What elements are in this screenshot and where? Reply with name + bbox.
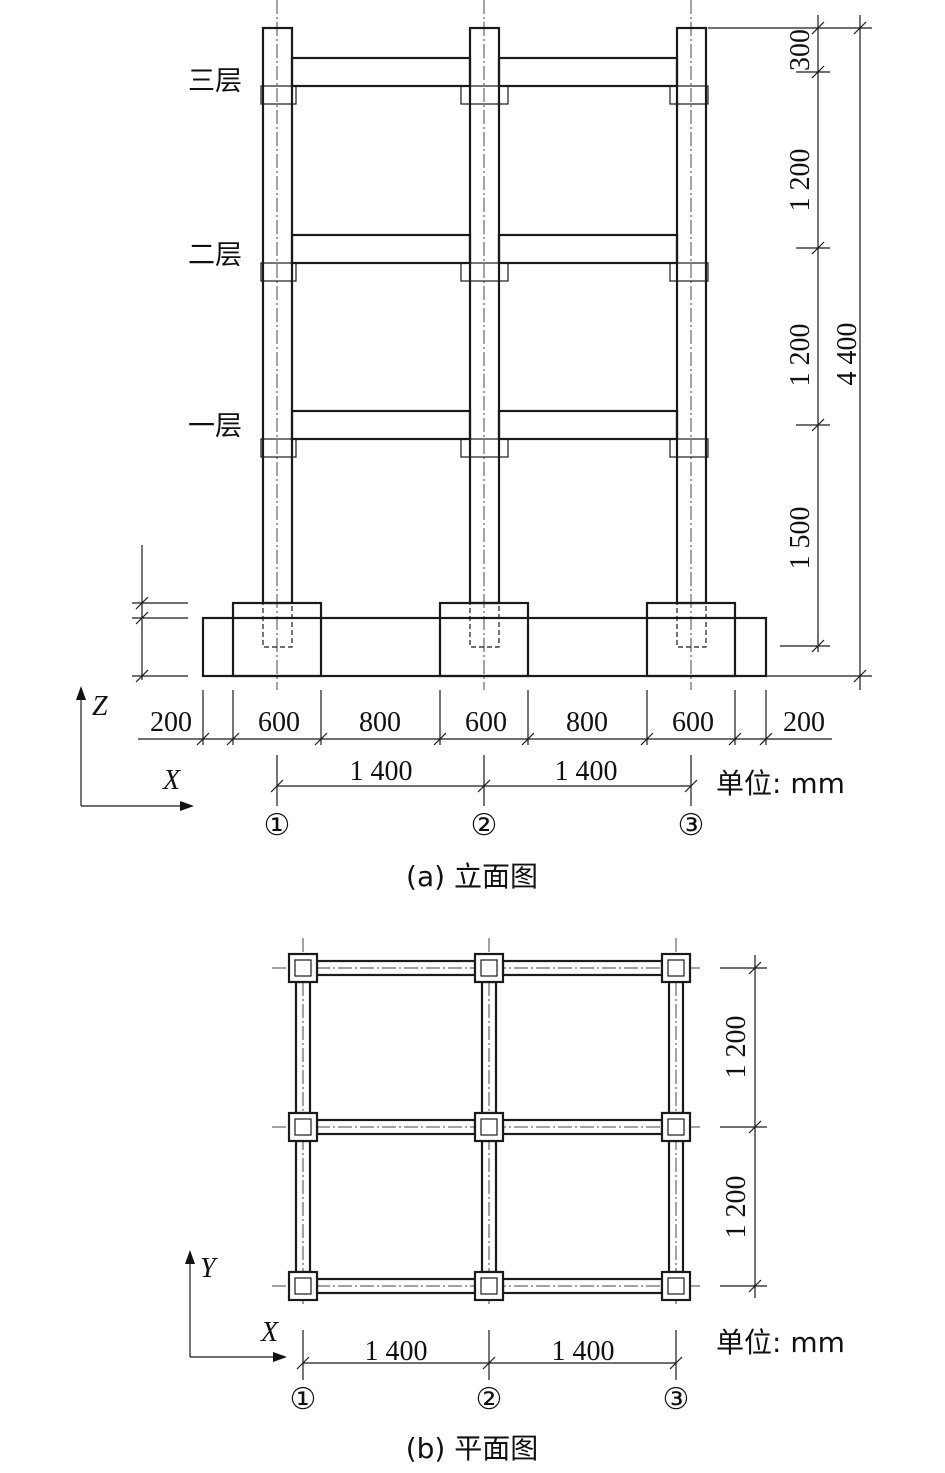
beam-floor3-right <box>497 56 679 88</box>
unit-label-plan: 单位: mm <box>716 1326 845 1359</box>
floor-label-1: 一层 <box>188 411 242 442</box>
x-axis-arrow <box>180 801 194 811</box>
footing-2 <box>438 601 530 678</box>
plan-span-dim-2: 1 400 <box>552 1336 615 1367</box>
dim-600-1: 600 <box>258 707 300 738</box>
dim-800-1: 800 <box>359 707 401 738</box>
dim-1200-mid: 1 200 <box>785 324 816 387</box>
column-embed-2 <box>469 602 500 648</box>
column-embed-1 <box>262 602 293 648</box>
plan-columns <box>287 952 692 1302</box>
y-axis-arrow <box>185 1250 195 1264</box>
unit-label-elevation: 单位: mm <box>716 767 845 800</box>
axis-z-label: Z <box>92 691 108 722</box>
plan-right-dims <box>720 955 767 1298</box>
dim-600-3: 600 <box>672 707 714 738</box>
plan-x-axis-arrow <box>273 1352 287 1362</box>
plan-span-dims <box>296 1330 683 1380</box>
floor-label-3: 三层 <box>188 66 242 97</box>
beam-floor1-left <box>290 409 472 441</box>
dim-200-left: 200 <box>150 707 192 738</box>
floor-label-2: 二层 <box>188 240 242 271</box>
plan-view: 1 200 1 200 1 400 1 400 ① ② ③ Y X 单位: mm… <box>185 938 845 1465</box>
zx-axes <box>80 692 188 807</box>
z-axis-arrow <box>76 686 86 700</box>
dim-300: 300 <box>785 29 816 71</box>
bottom-dim-line <box>138 690 832 746</box>
span-dim-1: 1 400 <box>350 756 413 787</box>
span-dim-line <box>270 755 698 806</box>
dim-200-right: 200 <box>783 707 825 738</box>
span-dim-2: 1 400 <box>555 756 618 787</box>
beam-floor1-right <box>497 409 679 441</box>
beam-floor2-left <box>290 233 472 265</box>
caption-plan: (b) 平面图 <box>406 1432 539 1465</box>
axis-label-3: ③ <box>678 808 705 843</box>
axis-x-label: X <box>162 765 181 796</box>
plan-span-dim-1: 1 400 <box>365 1336 428 1367</box>
right-dim-lines <box>708 15 872 690</box>
dim-800-2: 800 <box>566 707 608 738</box>
beam-floor3-left <box>290 56 472 88</box>
plan-axis-x-label: X <box>260 1317 279 1348</box>
joint-bands <box>260 85 709 458</box>
elevation-view: 三层 二层 一层 <box>76 0 872 893</box>
plan-axis-label-3: ③ <box>663 1382 690 1417</box>
plan-column-inner <box>294 959 685 1295</box>
yx-axes <box>189 1256 281 1358</box>
column-embed-3 <box>676 602 707 648</box>
dim-1200-top: 1 200 <box>785 149 816 212</box>
axis-label-2: ② <box>471 808 498 843</box>
beam-floor2-right <box>497 233 679 265</box>
plan-axis-label-2: ② <box>476 1382 503 1417</box>
plan-dim-1200-bottom: 1 200 <box>721 1176 752 1239</box>
caption-elevation: (a) 立面图 <box>406 860 538 893</box>
dim-600-2: 600 <box>465 707 507 738</box>
axis-label-1: ① <box>264 808 291 843</box>
plan-dim-1200-top: 1 200 <box>721 1016 752 1079</box>
foundation-height-dims <box>132 545 188 683</box>
dim-total-height: 4 400 <box>832 323 863 386</box>
footing-1 <box>231 601 323 678</box>
dim-1500: 1 500 <box>785 507 816 570</box>
plan-axis-label-1: ① <box>290 1382 317 1417</box>
plan-axis-y-label: Y <box>200 1253 219 1284</box>
footing-3 <box>645 601 737 678</box>
